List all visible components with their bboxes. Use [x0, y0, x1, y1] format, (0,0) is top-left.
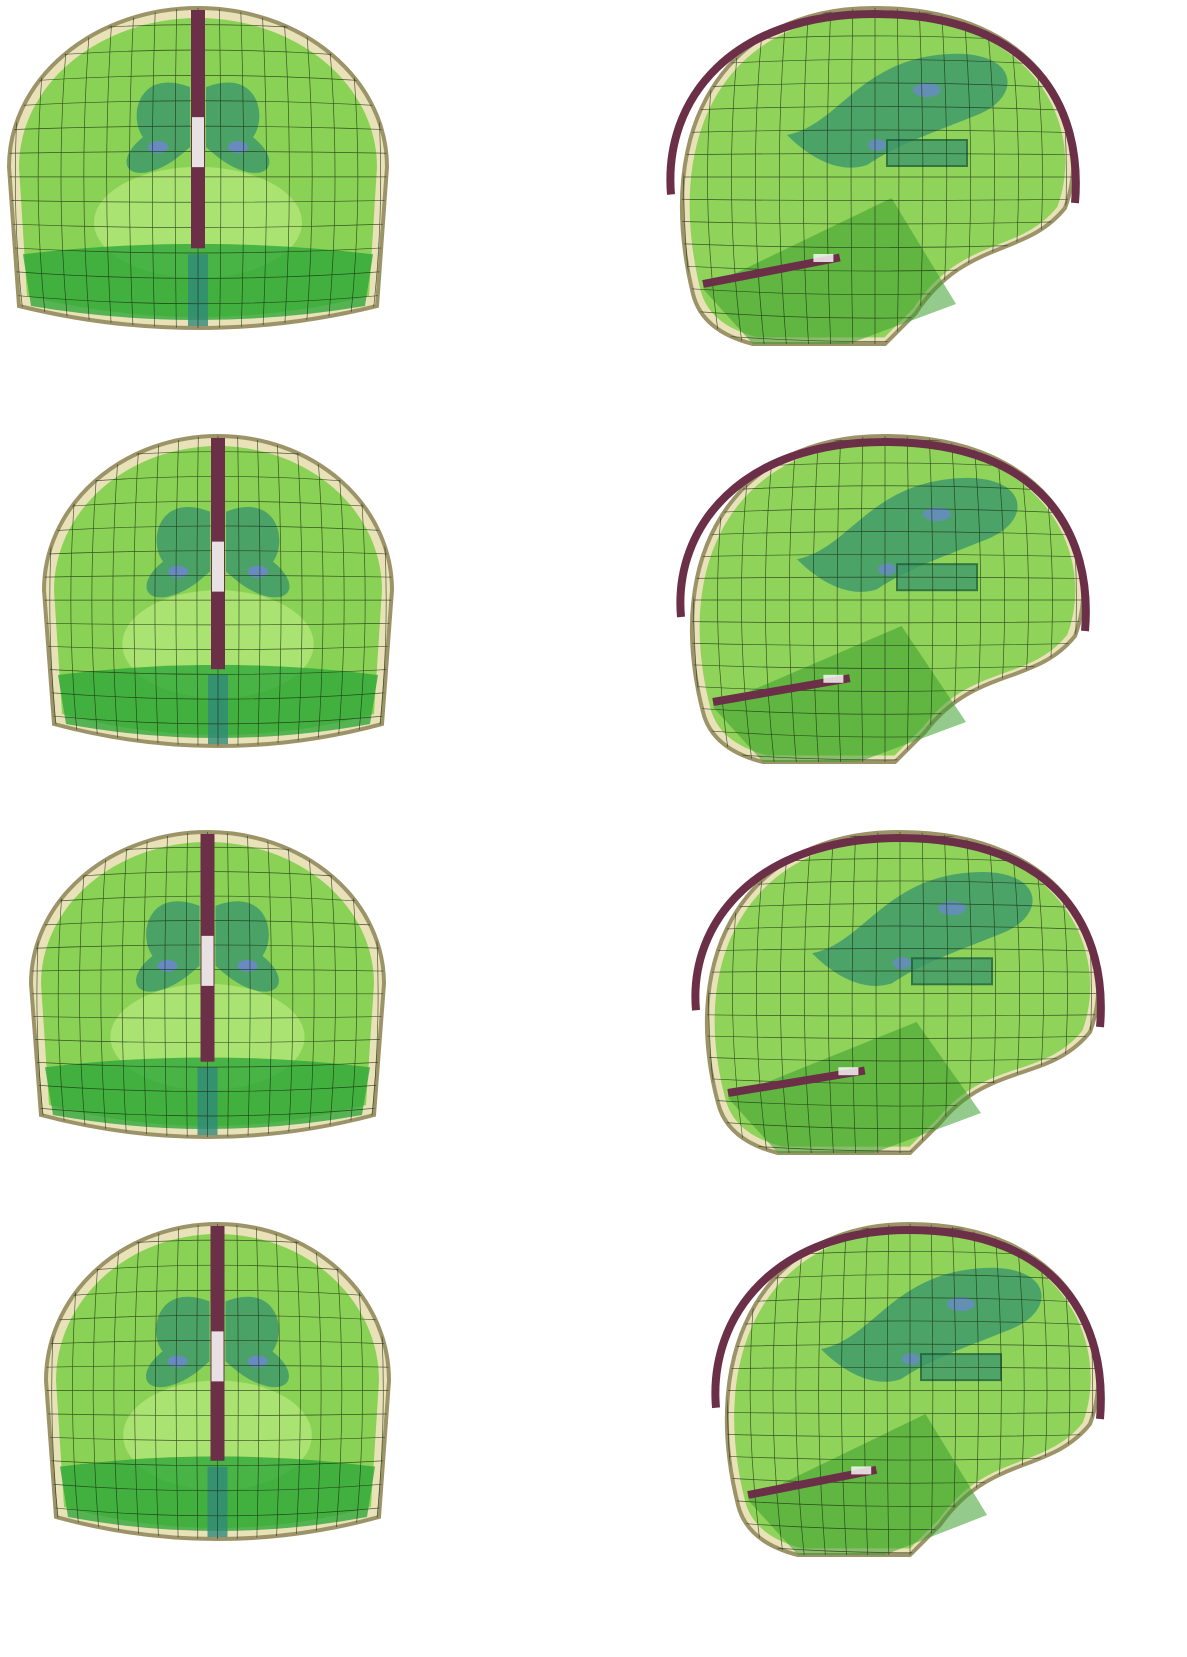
right-ventricle	[225, 1296, 289, 1388]
falx-cerebri	[691, 833, 1105, 1028]
coronal-view-1	[3, 2, 393, 352]
tentorium-highlight	[838, 1067, 859, 1076]
cerebellum	[713, 626, 966, 762]
cerebellum	[748, 1414, 987, 1555]
tentorium-highlight	[813, 254, 834, 262]
cerebellum	[728, 1022, 981, 1153]
falx-highlight	[211, 1331, 224, 1382]
coronal-view-3	[25, 826, 390, 1161]
lateral-ventricle	[812, 871, 1033, 986]
ventricle-spot	[228, 141, 248, 154]
sagittal-view-1	[655, 2, 1095, 352]
falx-highlight	[201, 935, 214, 986]
ventricle-spot	[868, 139, 886, 151]
right-ventricle	[226, 506, 290, 598]
falx-cerebri	[711, 1225, 1105, 1420]
right-ventricle	[206, 82, 270, 173]
right-ventricle	[215, 901, 279, 992]
left-ventricle	[136, 901, 200, 992]
third-ventricle	[886, 139, 968, 167]
ventricle-spot	[148, 141, 168, 154]
ventricle-spot	[913, 83, 941, 97]
coronal-view-4	[40, 1218, 395, 1563]
ventricle-spot	[157, 959, 178, 972]
ventricle-spot	[248, 565, 268, 578]
tentorium-highlight	[823, 674, 844, 683]
falx-highlight	[192, 117, 204, 168]
ventricle-spot	[237, 959, 258, 972]
ventricle-spot	[168, 565, 188, 578]
ventricle-spot	[247, 1355, 268, 1368]
ventricle-spot	[878, 563, 896, 576]
ventricle-spot	[938, 901, 966, 916]
coronal-view-2	[38, 430, 398, 770]
lateral-ventricle	[787, 53, 1008, 168]
falx-highlight	[212, 541, 224, 592]
ventricle-spot	[947, 1297, 975, 1312]
lateral-ventricle	[797, 477, 1018, 592]
falx-cerebri	[676, 437, 1090, 632]
lateral-ventricle	[821, 1267, 1042, 1382]
ventricle-spot	[923, 507, 951, 522]
ventricle-spot	[167, 1355, 188, 1368]
left-ventricle	[146, 506, 210, 598]
ventricle-spot	[902, 1353, 920, 1366]
tentorium-highlight	[851, 1466, 872, 1475]
sagittal-view-2	[665, 430, 1105, 770]
ventricle-spot	[893, 957, 911, 970]
left-ventricle	[126, 82, 190, 173]
left-ventricle	[146, 1296, 210, 1388]
falx-cerebri	[666, 9, 1080, 204]
sagittal-view-3	[680, 826, 1120, 1161]
sagittal-view-4	[700, 1218, 1120, 1563]
